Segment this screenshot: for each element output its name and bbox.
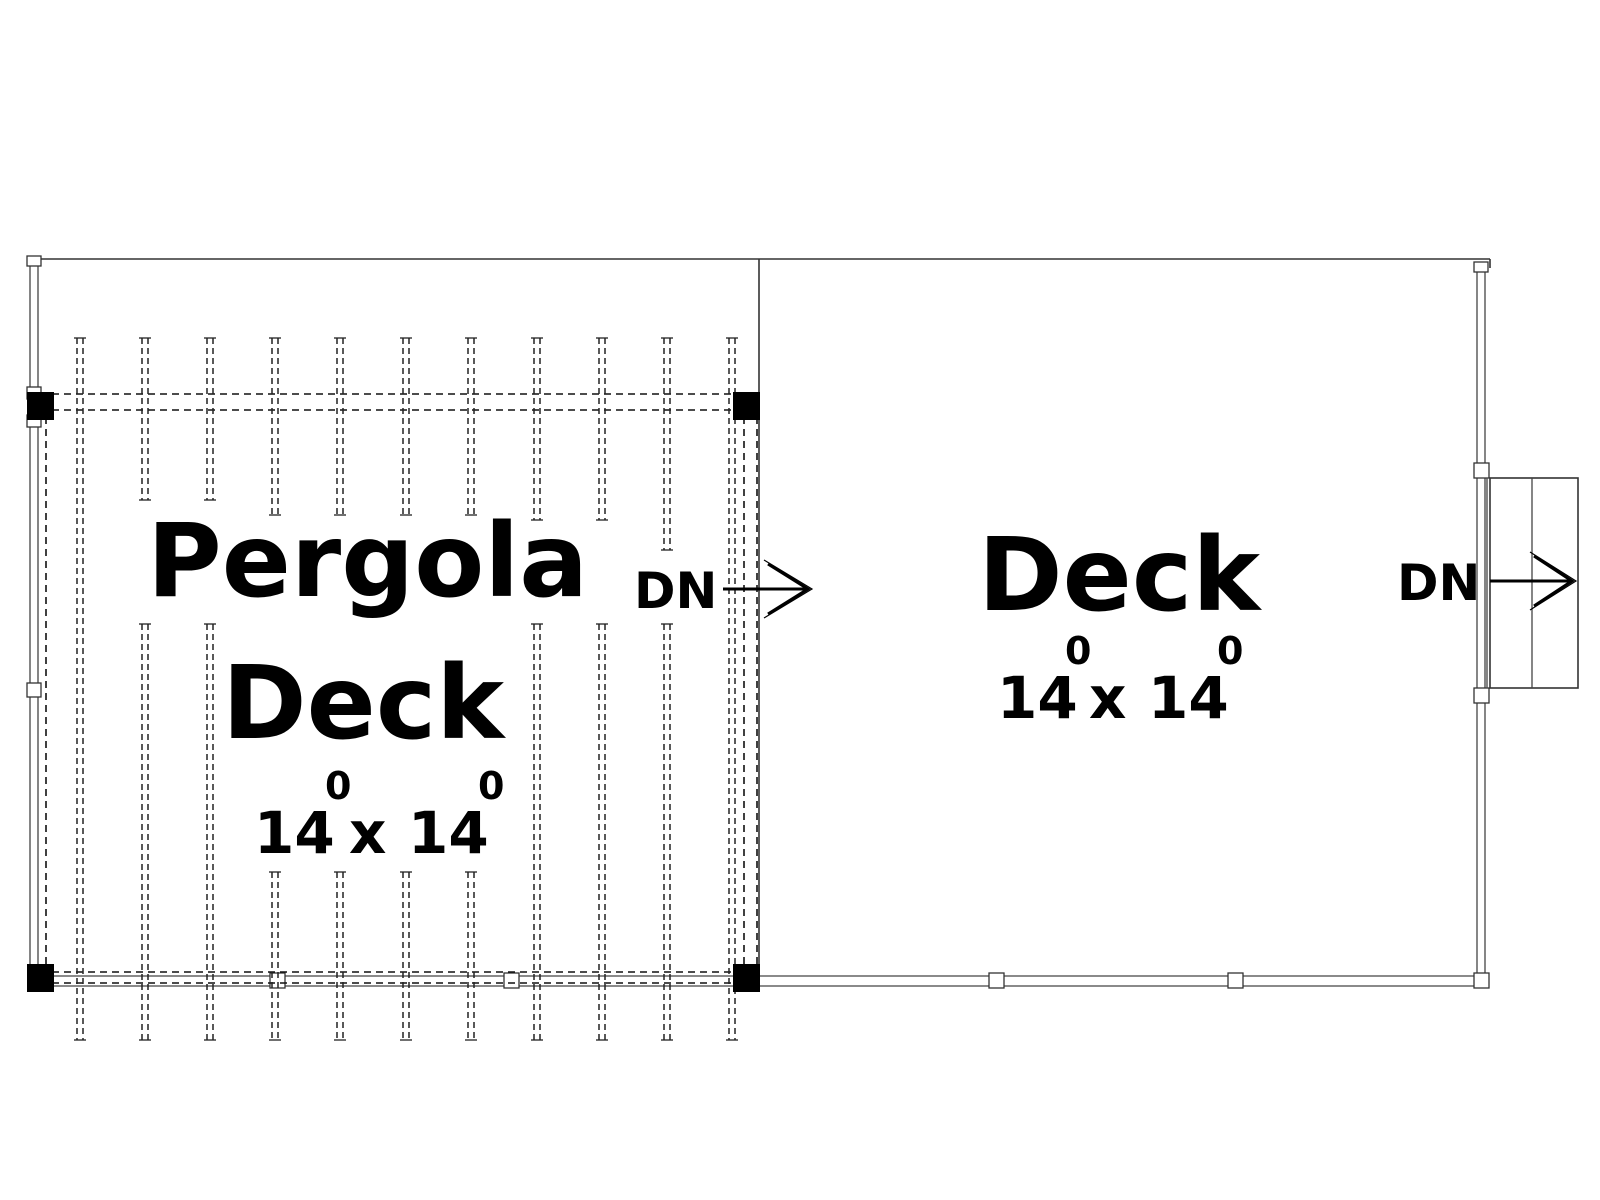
pergola-post [733,392,760,420]
right-stair [1486,477,1579,689]
down-arrow-icon [723,559,814,619]
stair-arrows [723,551,1578,619]
pergola-deck-label: Pergola Deck 14 0 x 14 0 [147,502,588,867]
pergola-posts [27,392,760,992]
rail-post [1473,687,1490,704]
rail-post [1473,972,1490,989]
down-arrow-icon [1490,551,1578,611]
rail-posts [26,255,1490,989]
room-dimension-height: 14 [408,799,489,867]
pergola-post [27,964,54,992]
room-name-line2: Deck [222,644,506,763]
room-dimension-width: 14 [254,799,335,867]
rail-post [26,255,42,267]
room-name-line1: Deck [978,516,1262,635]
room-dimension-separator: x [1089,664,1126,732]
deck-outline [34,258,1491,985]
rail-post [503,972,520,989]
stair-label: DN [634,562,717,620]
railings [29,262,1486,987]
pergola-rafters [74,337,738,1041]
room-dimension-height: 14 [1148,664,1229,732]
rail-post [988,972,1005,989]
pergola-post [27,392,54,420]
stair-landing [1489,477,1579,689]
room-name-line1: Pergola [147,502,588,621]
rail-post [1473,462,1490,479]
rail-post [1227,972,1244,989]
rail-post [26,682,42,698]
stair-label: DN [1397,554,1480,612]
room-dimension-separator: x [349,799,386,867]
room-dimension-width: 14 [997,664,1078,732]
room-dimension-width-inches: 0 [1065,629,1091,673]
pergola-beams [40,393,758,984]
room-dimension-height-inches: 0 [1217,629,1243,673]
pergola-post [733,964,760,992]
deck-label: Deck 14 0 x 14 0 [978,516,1262,732]
rail-post [1473,261,1489,273]
room-dimension-width-inches: 0 [325,764,351,808]
room-dimension-height-inches: 0 [478,764,504,808]
